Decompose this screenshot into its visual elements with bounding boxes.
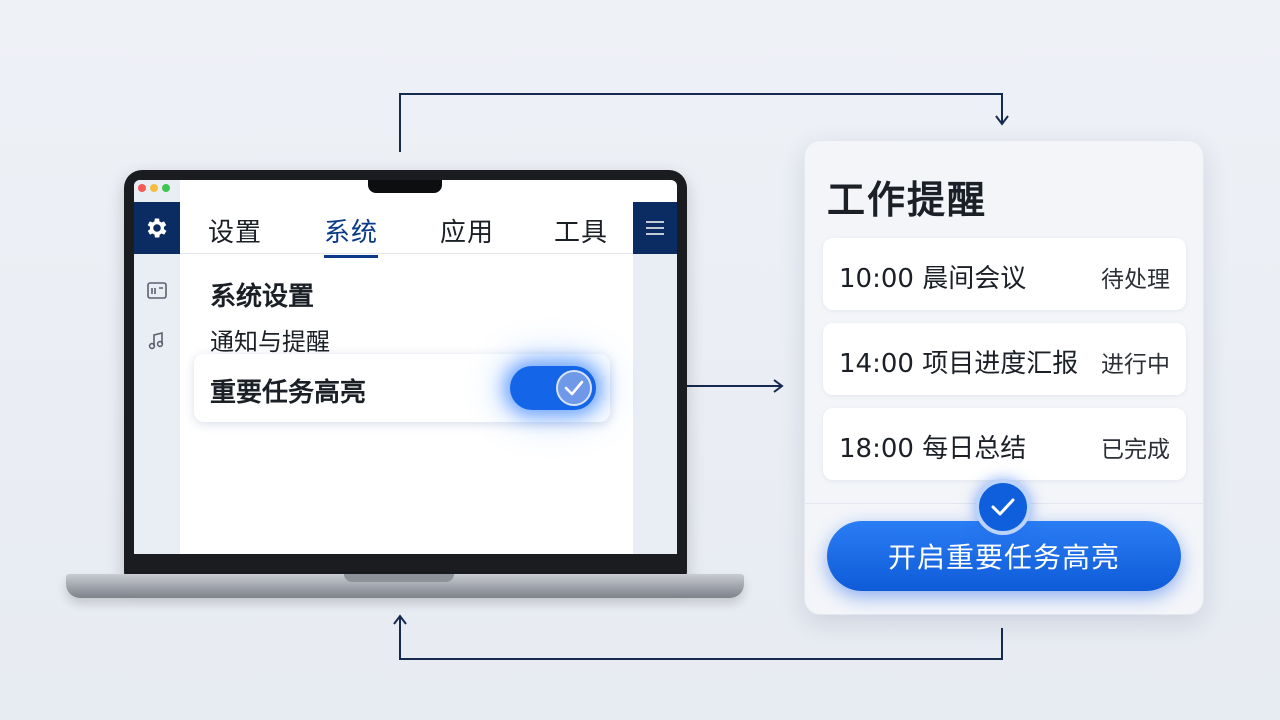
close-window-button[interactable] bbox=[138, 184, 146, 192]
check-icon bbox=[991, 498, 1015, 516]
laptop-base bbox=[66, 574, 744, 598]
tab-settings[interactable]: 设置 bbox=[208, 218, 263, 248]
task-row[interactable]: 18:00 每日总结 已完成 bbox=[823, 408, 1186, 480]
left-sidebar bbox=[134, 180, 180, 554]
task-status: 待处理 bbox=[1101, 267, 1170, 293]
gear-icon bbox=[147, 218, 167, 238]
laptop-base-groove bbox=[344, 574, 454, 582]
bottom-loop-connector bbox=[393, 614, 1003, 660]
hamburger-menu-icon bbox=[646, 221, 664, 235]
tab-tools[interactable]: 工具 bbox=[554, 218, 609, 248]
task-row[interactable]: 10:00 晨间会议 待处理 bbox=[823, 238, 1186, 310]
right-sidebar bbox=[633, 254, 677, 554]
highlight-setting-row: 重要任务高亮 bbox=[194, 354, 610, 422]
laptop-screen: 设置 系统 应用 工具 系统设置 通知与提醒 重要任务高亮 bbox=[134, 180, 677, 554]
camera-notch bbox=[368, 180, 442, 193]
tab-apps[interactable]: 应用 bbox=[440, 218, 495, 248]
window-icon[interactable] bbox=[146, 280, 168, 302]
menu-button[interactable] bbox=[633, 202, 677, 254]
highlight-setting-label: 重要任务高亮 bbox=[210, 378, 367, 408]
toggle-knob bbox=[556, 370, 592, 406]
confirm-check-badge bbox=[975, 479, 1031, 535]
task-text: 10:00 晨间会议 bbox=[839, 264, 1027, 294]
task-status: 进行中 bbox=[1101, 352, 1170, 378]
highlight-toggle[interactable] bbox=[510, 366, 596, 410]
task-text: 14:00 项目进度汇报 bbox=[839, 349, 1079, 379]
music-note-icon[interactable] bbox=[146, 330, 168, 352]
card-title: 工作提醒 bbox=[827, 178, 988, 222]
section-title: 系统设置 bbox=[210, 282, 315, 312]
task-row[interactable]: 14:00 项目进度汇报 进行中 bbox=[823, 323, 1186, 395]
check-icon bbox=[564, 380, 584, 396]
tab-system[interactable]: 系统 bbox=[324, 212, 379, 258]
work-reminder-card: 工作提醒 10:00 晨间会议 待处理 14:00 项目进度汇报 进行中 18:… bbox=[804, 140, 1204, 615]
top-nav: 设置 系统 应用 工具 bbox=[180, 202, 677, 258]
laptop-lid: 设置 系统 应用 工具 系统设置 通知与提醒 重要任务高亮 bbox=[124, 170, 687, 578]
task-text: 18:00 每日总结 bbox=[839, 434, 1027, 464]
settings-button[interactable] bbox=[134, 202, 180, 254]
window-controls bbox=[138, 184, 170, 192]
maximize-window-button[interactable] bbox=[162, 184, 170, 192]
section-subtitle: 通知与提醒 bbox=[210, 328, 330, 356]
task-status: 已完成 bbox=[1101, 437, 1170, 463]
minimize-window-button[interactable] bbox=[150, 184, 158, 192]
